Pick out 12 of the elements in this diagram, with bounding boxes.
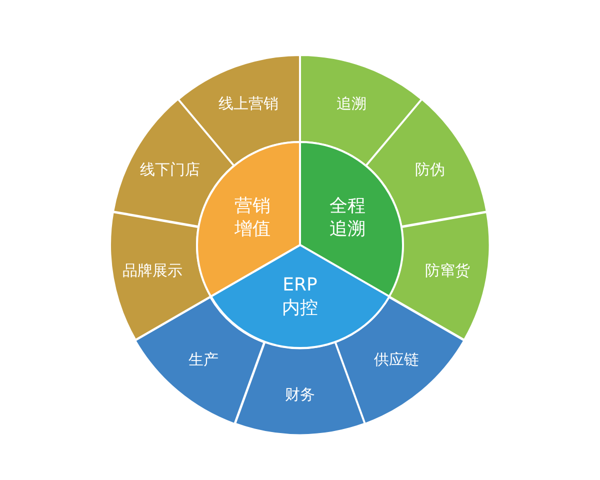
- segment-label: ERP内控: [280, 274, 319, 320]
- segment-label: 线下门店: [139, 160, 202, 180]
- segment-label: 供应链: [372, 350, 420, 370]
- segment-label: 生产: [188, 350, 220, 370]
- segment-label: 全程追溯: [328, 194, 367, 241]
- segment-label: 防窜货: [424, 261, 472, 281]
- segment-label: 财务: [284, 385, 316, 405]
- segment-label: 防伪: [414, 160, 446, 180]
- segment-label: 品牌展示: [121, 261, 184, 281]
- segment-label: 营销增值: [233, 194, 272, 241]
- segment-label: 追溯: [335, 94, 368, 114]
- segment-label: 线上营销: [218, 94, 280, 114]
